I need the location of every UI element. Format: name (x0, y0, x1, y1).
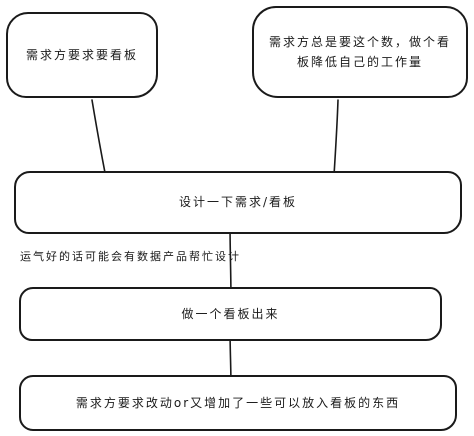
node-label: 需求方要求要看板 (25, 47, 138, 62)
node-label: 需求方要求改动or又增加了一些可以放入看板的东西 (75, 395, 401, 410)
node-request-dashboard: 需求方要求要看板 (6, 12, 158, 98)
node-reduce-workload: 需求方总是要这个数，做个看板降低自己的工作量 (252, 6, 468, 98)
node-label: 需求方总是要这个数，做个看板降低自己的工作量 (268, 34, 451, 69)
node-build-dashboard: 做一个看板出来 (19, 287, 442, 341)
node-design-requirements: 设计一下需求/看板 (14, 171, 462, 234)
edge-annotation: 运气好的话可能会有数据产品帮忙设计 (20, 250, 241, 263)
node-label: 设计一下需求/看板 (178, 195, 298, 210)
node-label: 做一个看板出来 (181, 306, 280, 321)
node-change-request: 需求方要求改动or又增加了一些可以放入看板的东西 (19, 375, 457, 431)
